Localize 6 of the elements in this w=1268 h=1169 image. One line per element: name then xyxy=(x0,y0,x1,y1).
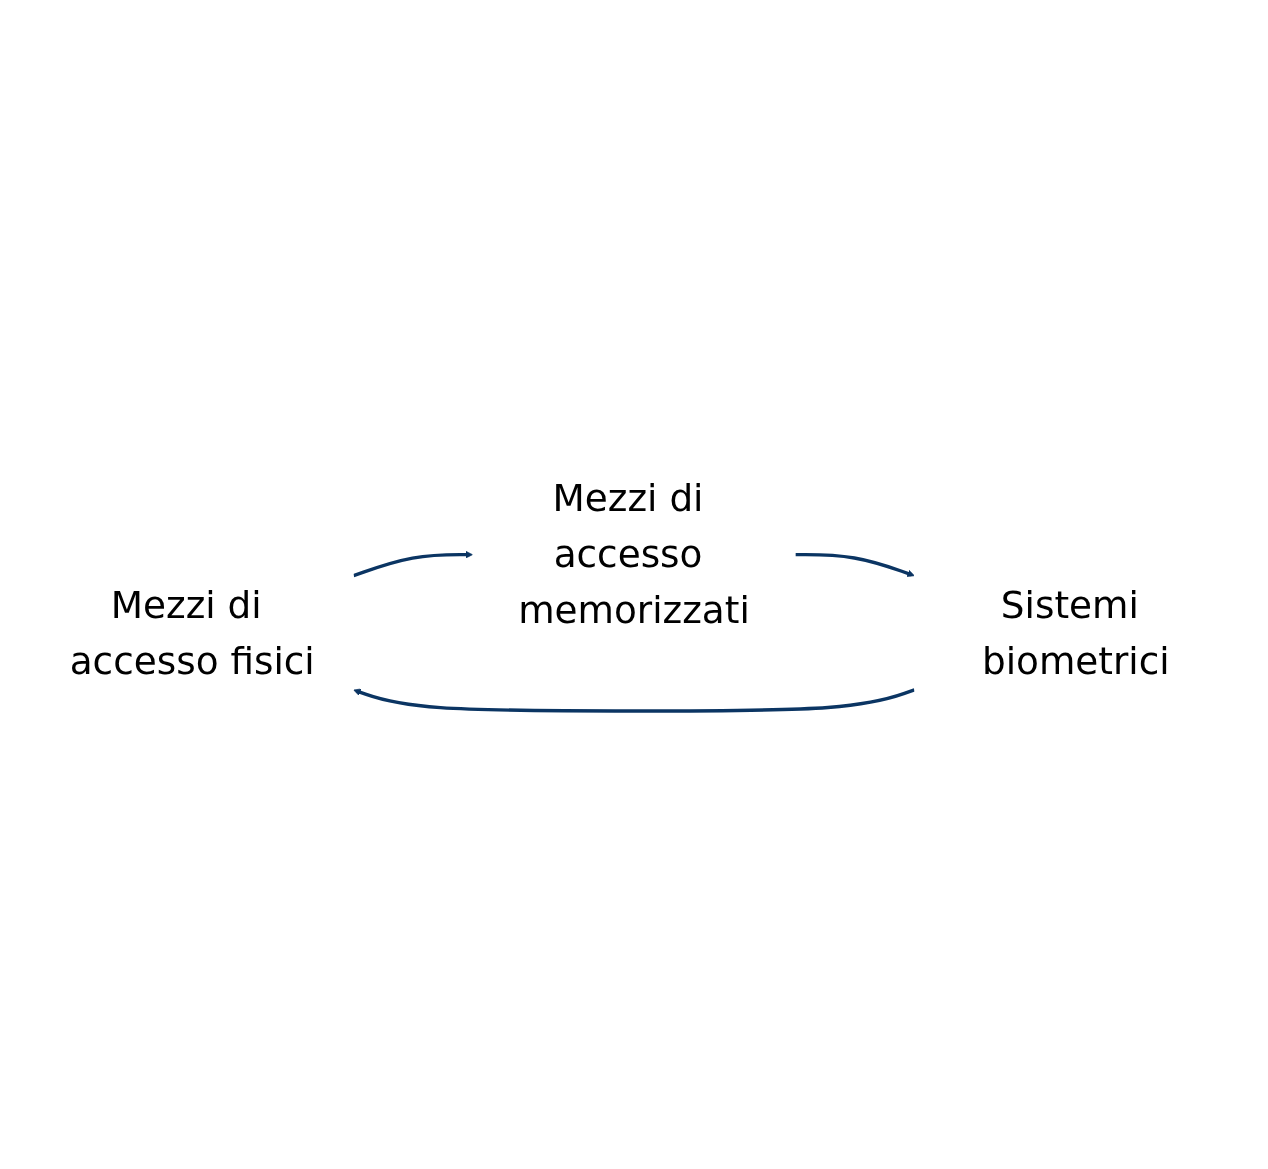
arrow xyxy=(795,553,915,578)
node-text: Mezzi di accesso fisici xyxy=(69,582,315,683)
node-text: Mezzi di accesso memorizzati xyxy=(518,476,750,633)
arrow xyxy=(353,551,473,578)
node-text: Sistemi biometrici xyxy=(981,582,1170,683)
arrow xyxy=(353,688,915,713)
